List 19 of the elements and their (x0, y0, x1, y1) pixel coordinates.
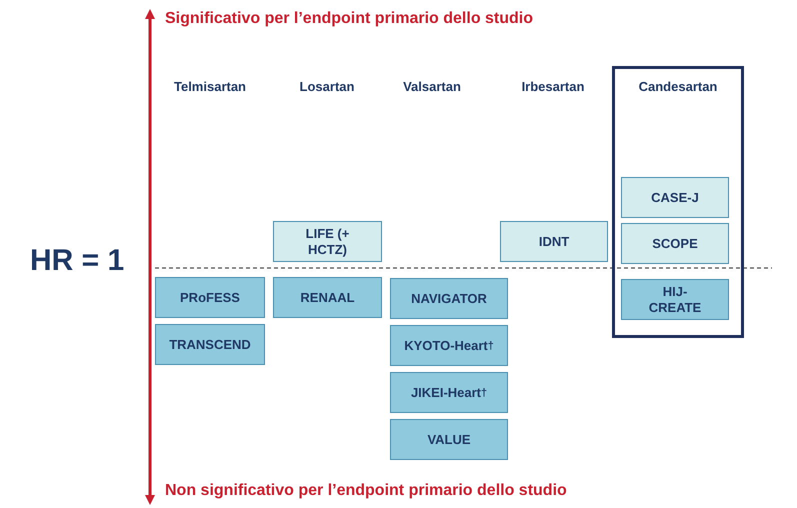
trial-box: PRoFESS (155, 277, 265, 318)
column-heading: Candesartan (638, 79, 718, 94)
column-heading: Valsartan (403, 79, 461, 94)
trial-box: SCOPE (621, 223, 729, 264)
trial-box: VALUE (390, 419, 508, 460)
column-heading: Telmisartan (174, 79, 246, 94)
column-heading: Irbesartan (522, 79, 584, 94)
trial-box: TRANSCEND (155, 324, 265, 365)
trial-box: IDNT (500, 221, 608, 262)
trial-box: RENAAL (273, 277, 382, 318)
trial-box: CASE-J (621, 177, 729, 218)
axis-caption: Non significativo per l’endpoint primario dello studio (165, 482, 567, 500)
highlight-frame (612, 66, 744, 338)
column-heading: Losartan (300, 79, 354, 94)
trial-box: NAVIGATOR (390, 278, 508, 319)
trial-box: LIFE (+ HCTZ) (273, 221, 382, 262)
trial-box: HIJ-CREATE (621, 279, 729, 320)
reference-label: HR = 1 (30, 244, 124, 278)
axis-caption: Significativo per l’endpoint primario dello studio (165, 10, 534, 28)
